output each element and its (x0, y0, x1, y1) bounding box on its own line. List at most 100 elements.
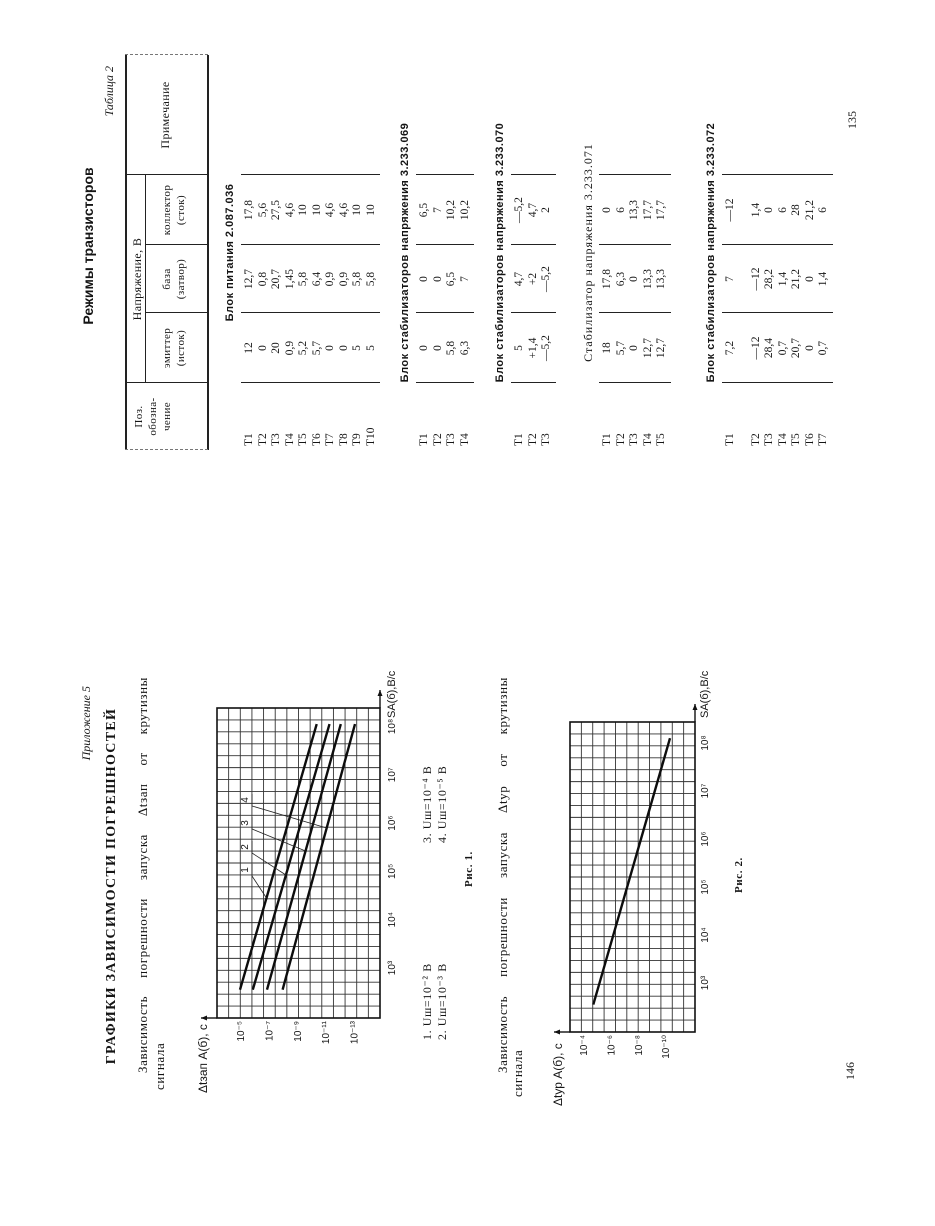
cell-collector: 10 (351, 204, 363, 216)
cell-collector: 10 (364, 204, 377, 216)
cell-base: 0,8 (256, 271, 269, 287)
x-tick-label: 10⁸ (387, 719, 398, 734)
block-heading: Стабилизатор напряжения 3.233.071 (581, 143, 595, 362)
cell-base: 13,3 (641, 268, 654, 290)
header-text: коллектор (161, 184, 173, 236)
block-heading: Блок стабилизаторов напряжения 3.233.070 (494, 122, 506, 383)
cell-collector: 6 (817, 207, 829, 213)
cell-note (365, 55, 379, 175)
series-line-4 (281, 723, 357, 991)
y-tick-label: 10⁻⁵ (236, 1021, 247, 1042)
cell-emitter: 0,9 (283, 340, 296, 356)
column-divider (241, 311, 380, 313)
column-divider (241, 243, 380, 245)
voltage-group-rule (145, 175, 146, 383)
curve-label: 4 (240, 797, 251, 803)
cell-emitter: +1,4 (526, 337, 539, 359)
cell-position: Т2 (614, 433, 627, 446)
cell-collector: 27,5 (270, 199, 282, 221)
column-divider (416, 243, 474, 245)
cell-note (243, 55, 257, 175)
cell-emitter: —5,2 (540, 335, 552, 361)
cell-note (655, 55, 669, 175)
x-tick-label: 10⁶ (387, 815, 398, 830)
cell-emitter: 12 (243, 342, 255, 354)
cell-position: Т1 (513, 433, 525, 446)
cell-base: 17,8 (601, 268, 613, 290)
cell-emitter: 0 (628, 345, 640, 351)
cell-note (750, 55, 764, 175)
cell-collector: 4,7 (526, 202, 539, 218)
curve-leader-line (251, 805, 327, 829)
header-collector: коллектор (сток) (160, 175, 188, 245)
cell-emitter: —12 (749, 336, 762, 360)
cell-collector: 0 (763, 207, 775, 213)
cell-collector: 6,5 (418, 202, 430, 218)
cell-note (338, 55, 352, 175)
cell-emitter: 5 (513, 345, 525, 351)
header-text: чение (161, 401, 173, 432)
cell-emitter: 18 (601, 342, 613, 354)
column-divider (722, 173, 833, 175)
cell-position: Т4 (776, 433, 789, 446)
x-tick-label: 10⁶ (700, 831, 711, 846)
y-axis-arrowhead (201, 1015, 207, 1021)
cell-position: Т2 (526, 433, 539, 446)
cell-note (817, 55, 831, 175)
cell-collector: —5,2 (513, 197, 525, 223)
header-note: Примечание (158, 81, 172, 149)
cell-note (297, 55, 311, 175)
x-tick-label: 10⁸ (700, 735, 711, 750)
table-block: Блок стабилизаторов напряжения 3.233.072… (703, 55, 833, 450)
cell-position: Т2 (749, 433, 762, 446)
cell-emitter: 0 (337, 345, 350, 351)
cell-base: 7 (724, 276, 736, 282)
cell-base: 6,5 (445, 271, 457, 287)
cell-note (790, 55, 804, 175)
column-divider (416, 311, 474, 313)
cell-emitter: 6,3 (458, 340, 471, 356)
cell-emitter: 0 (324, 345, 336, 351)
column-divider (599, 173, 671, 175)
cell-base: 0 (418, 276, 430, 282)
column-divider (511, 243, 556, 245)
cell-base: 6,3 (614, 271, 627, 287)
plot-frame (569, 721, 696, 1033)
cell-position: Т4 (641, 433, 654, 446)
cell-emitter: 28,4 (763, 337, 775, 359)
table-label: Таблица 2 (102, 66, 116, 117)
header-text: Поз. (133, 405, 145, 428)
x-tick-label: 10⁴ (387, 912, 398, 927)
cell-emitter: 12,7 (641, 337, 654, 359)
y-axis-arrowhead (554, 1029, 560, 1035)
y-tick-label: 10⁻¹³ (350, 1020, 361, 1044)
cell-base: 7 (458, 276, 471, 282)
column-divider (722, 311, 833, 313)
header-text: база (161, 268, 173, 290)
cell-base: +2 (526, 272, 539, 286)
block-heading: Блок стабилизаторов напряжения 3.233.072 (705, 122, 717, 383)
cell-base: 0,9 (324, 271, 336, 287)
cell-collector: 5,6 (256, 202, 269, 218)
cell-position: Т3 (763, 433, 775, 446)
cell-collector: —12 (724, 198, 736, 222)
cell-collector: 17,8 (243, 199, 255, 221)
column-divider (722, 381, 833, 383)
header-text: эмиттер (161, 327, 173, 369)
cell-position: Т4 (283, 433, 296, 446)
